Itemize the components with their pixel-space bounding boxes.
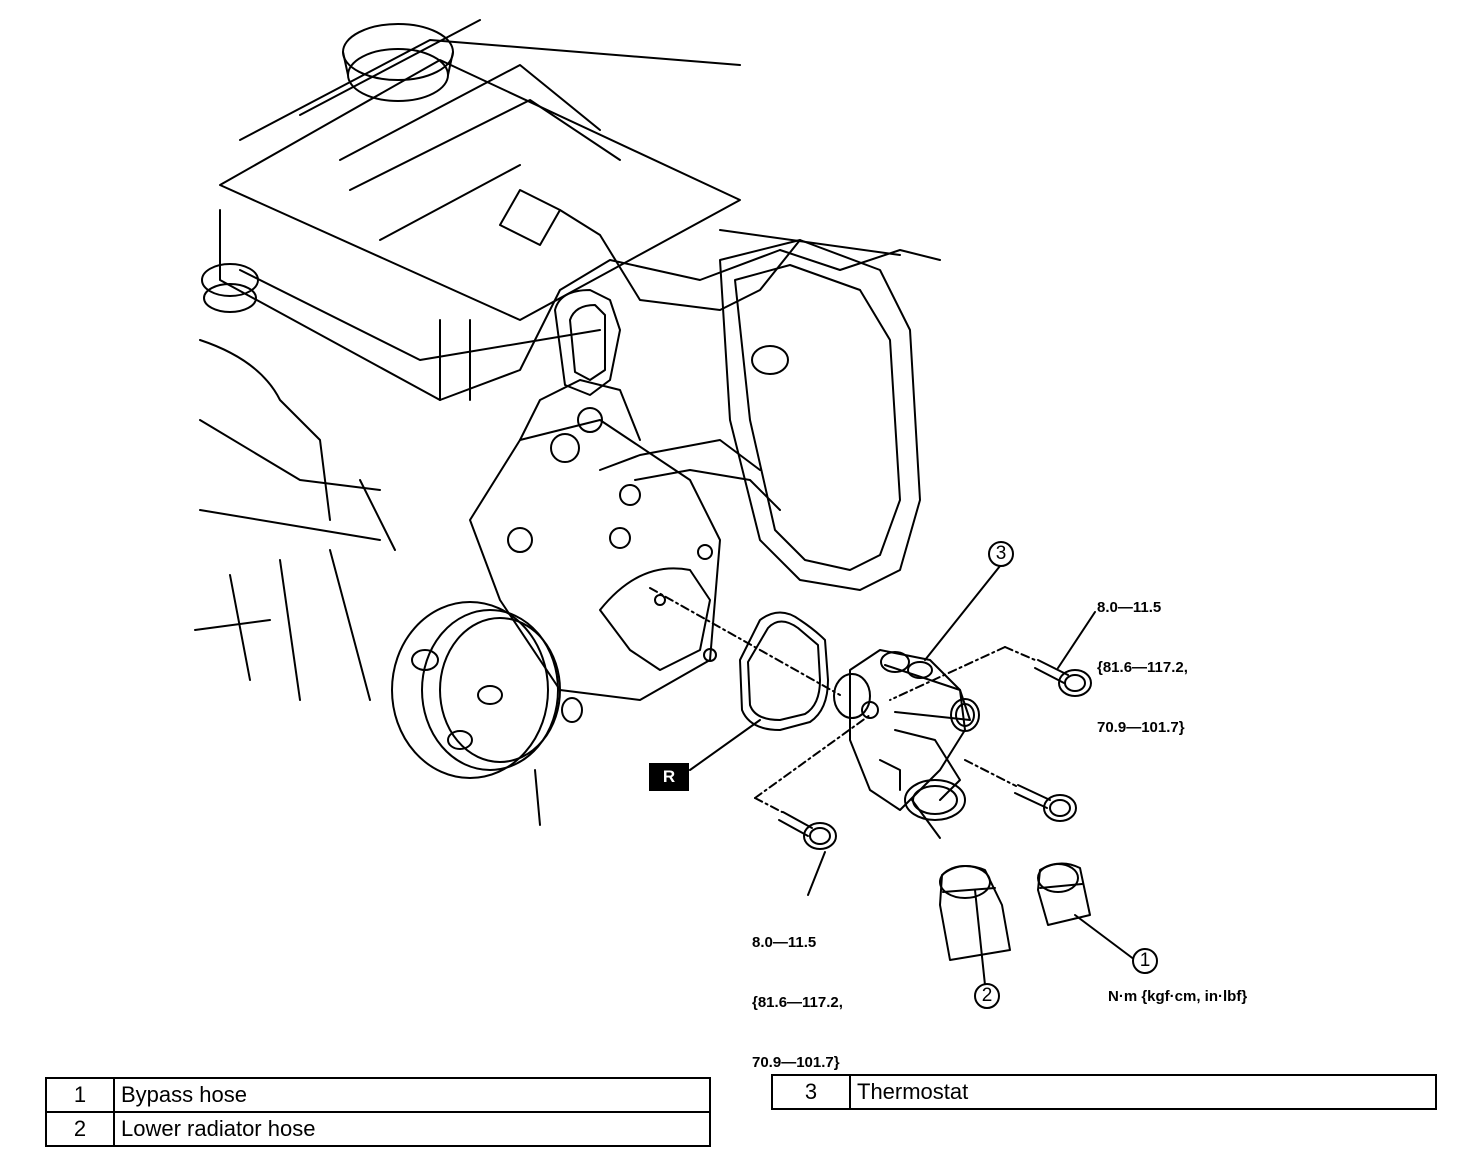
torque-spec-upper: 8.0—11.5 {81.6—117.2, 70.9—101.7} [1097,558,1188,758]
torque-lower-line-3: 70.9—101.7} [752,1054,840,1071]
callout-1: 1 [1132,948,1158,974]
bolt-lower-right [1014,784,1077,822]
legend-table-left: 1 Bypass hose 2 Lower radiator hose [45,1077,711,1147]
engine-thermostat-diagram [194,19,1136,986]
thermostat-gasket [739,611,829,731]
legend-label: Thermostat [849,1074,1437,1110]
callout-3: 3 [988,541,1014,567]
torque-lower-line-2: {81.6—117.2, [752,994,843,1011]
torque-spec-lower: 8.0—11.5 {81.6—117.2, 70.9—101.7} [752,893,843,1093]
leader-lines [689,565,1136,986]
bolt-upper-right [1034,659,1092,697]
legend-row: 1 Bypass hose [45,1077,711,1113]
replace-seal-marker: R [649,763,689,791]
intake-duct [719,239,921,591]
engine-cylinder-head [219,19,941,401]
engine-block-left [194,263,396,701]
bolt-lower-left [778,811,837,850]
water-pump-pulley [391,601,583,826]
callout-2: 2 [974,983,1000,1009]
legend-row: 2 Lower radiator hose [45,1111,711,1147]
torque-upper-line-2: {81.6—117.2, [1097,659,1188,676]
torque-lower-line-1: 8.0—11.5 [752,934,817,951]
bypass-hose [1037,862,1091,926]
legend-row: 3 Thermostat [771,1074,1437,1110]
alignment-lines [649,587,1036,813]
lower-radiator-hose [939,865,1011,961]
torque-upper-line-3: 70.9—101.7} [1097,719,1185,736]
thermostat-housing [833,649,980,821]
oil-filler-cap [342,23,454,102]
legend-table-right: 3 Thermostat [771,1074,1437,1110]
timing-cover [469,289,781,701]
legend-num: 3 [771,1074,851,1110]
torque-units-label: N·m {kgf·cm, in·lbf} [1108,988,1248,1005]
legend-num: 1 [45,1077,115,1113]
torque-upper-line-1: 8.0—11.5 [1097,599,1162,616]
legend-label: Bypass hose [113,1077,711,1113]
legend-num: 2 [45,1111,115,1147]
legend-label: Lower radiator hose [113,1111,711,1147]
